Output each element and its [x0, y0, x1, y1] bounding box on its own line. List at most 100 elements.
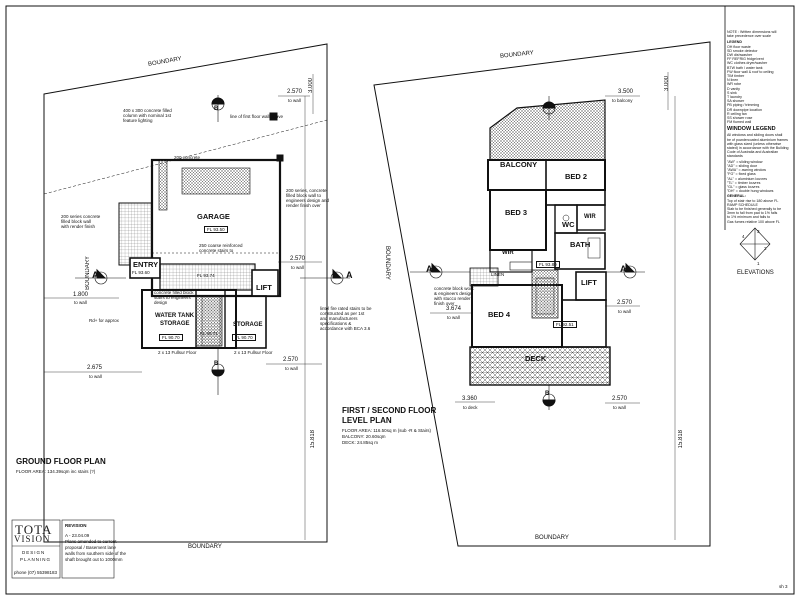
ground-note-4c: engineers design and [286, 198, 330, 203]
legend-item: DW dishwasher [727, 53, 753, 58]
ground-dim-left-sub: to wall [74, 300, 87, 305]
window-note: be of powdercoated aluminium frames [727, 137, 788, 142]
compass-north: 4 [742, 234, 745, 239]
entry-label: ENTRY [133, 260, 159, 269]
first-boundary-bottom: BOUNDARY [535, 535, 569, 541]
elevations-label: ELEVATIONS [737, 270, 774, 276]
ground-lift-label: LIFT [256, 283, 272, 292]
ground-floor-building [118, 112, 284, 349]
ground-section-b-top [211, 95, 225, 122]
first-dim-bottom-left-sub: to deck [463, 405, 478, 410]
ground-note-4: 200 series, concrete [286, 188, 327, 193]
ground-note-1c: feature lighting [123, 118, 153, 123]
ground-boundary-bottom: BOUNDARY [188, 544, 222, 550]
linen-label: LINEN [491, 272, 505, 277]
first-section-a-right [606, 262, 645, 279]
logo-top-letters: TOTA [15, 522, 53, 537]
window-type: "AWA" = awning window [727, 168, 766, 173]
ground-dim-top-right: 2.570 [287, 89, 303, 95]
legend-item: N linen [727, 78, 739, 83]
first-dim-bottom-right-sub: to wall [613, 405, 626, 410]
ground-note-5: 250 coarse reinforced [199, 243, 243, 248]
logo-mid-letters: VISION [14, 534, 51, 544]
first-dim-left-sub: to wall [447, 315, 460, 320]
legend-item: TIM timber [727, 74, 745, 79]
ground-note-1b: column with nominal 1st [123, 113, 172, 118]
first-marker-a-right: A [620, 264, 627, 274]
general-note: to 1% minimum and falls to [727, 215, 771, 220]
legend-item: FW floor wall & roof to ceiling [727, 69, 774, 74]
ground-note-1: 400 x 300 concrete filled [123, 108, 172, 113]
general-note: Gas fumes relative 100 above FL [727, 219, 780, 224]
ground-note-7b: stairs to engineers [154, 295, 191, 300]
ground-site-boundary [43, 43, 328, 543]
first-marker-a-left: A [426, 264, 433, 274]
legend-item: WR robe [727, 82, 742, 87]
first-dimension-lines [430, 72, 676, 540]
first-dim-top-right: 3.500 [618, 89, 634, 95]
window-type: "TL" = timber louvres [727, 180, 761, 185]
first-lift-label: LIFT [581, 278, 597, 287]
water-tank-storage-label: STORAGE [160, 321, 190, 327]
sheet-number: sh 3 [779, 584, 788, 589]
legend-item: SA shower [727, 99, 745, 104]
general-note: Top of stair rise to 180 above FL [727, 198, 779, 203]
window-type: "AW" = sliding window [727, 159, 763, 164]
first-floor-title-2: LEVEL PLAN [342, 416, 392, 425]
compass-east: 3 [757, 229, 760, 234]
general-note: Slab to be finished generally to be [727, 206, 782, 211]
elevations-compass [739, 227, 771, 261]
window-type: "AL" = aluminium louvres [727, 176, 768, 181]
legend-item: SD smoke detector [727, 48, 758, 53]
ground-note-6c: with render finish [61, 224, 96, 229]
ground-dim-top-right-sub: to wall [288, 98, 301, 103]
revision-line-3: proposal / Basement lane [65, 545, 117, 550]
ground-dim-mid-right: 2.570 [290, 256, 306, 262]
first-section-b-bottom [542, 385, 556, 410]
revision-line-4: walls from southern side of the [65, 551, 127, 556]
garage-level: FL 93.50 [204, 226, 228, 233]
first-section-a-left [410, 262, 470, 279]
balcony-label: BALCONY [500, 160, 538, 169]
ground-section-a-left [75, 268, 126, 285]
hall-level: FL 90.71 [200, 331, 218, 336]
ground-note-12: 2 x 13 Fullsur Floor [234, 350, 273, 355]
bed-3-label: BED 3 [505, 208, 528, 217]
garage-label: GARAGE [197, 212, 230, 221]
first-level-1: FL 93.80 [536, 261, 560, 268]
ground-dim-vertical-right: 15.818 [310, 430, 316, 449]
legend-item: S sink [727, 90, 737, 95]
ground-marker-b-top: B [214, 106, 219, 112]
window-note: All windows and sliding doors shall [727, 133, 783, 138]
bed-2-label: BED 2 [565, 172, 588, 181]
ground-note-6b: filled block wall [61, 219, 92, 224]
first-dim-top-right-sub: to balcony [612, 98, 633, 103]
legend-item: T laundry [727, 95, 742, 100]
first-dim-mid-right: 2.570 [617, 300, 633, 306]
sheet-border [5, 5, 795, 595]
ground-dim-bottom-right-sub: to wall [285, 366, 298, 371]
first-boundary-left: BOUNDARY [384, 246, 390, 280]
window-note: with glass sized (unless otherwise [727, 141, 782, 146]
ground-note-4d: render finish over [286, 203, 321, 208]
legend-item: BTW bath / water tank [727, 65, 763, 70]
ground-note-2: line of first floor wall above [230, 114, 284, 119]
first-dim-bottom-left: 3.360 [462, 396, 478, 402]
logo-planning-text: PLANNING [20, 557, 52, 562]
legend-item: R ceiling fan [727, 111, 747, 116]
window-legend-title: WINDOW LEGEND [727, 126, 776, 133]
first-dim-vertical-top: 3.000 [664, 76, 670, 92]
stair-level: FL 93.74 [197, 273, 215, 278]
legend-item: PB piping / trimming [727, 103, 760, 108]
first-marker-b-top: B [545, 104, 550, 110]
ground-note-5b: concrete stairs to [199, 248, 234, 253]
first-dim-vertical-right: 15.818 [678, 430, 684, 449]
first-note-1b: & engineers design [434, 291, 473, 296]
wc-label: WC [562, 220, 575, 229]
legend-item: WC clothes dryer/washer [727, 61, 768, 66]
ground-marker-a-right: A [346, 270, 353, 280]
ground-dimension-lines [44, 74, 322, 540]
entry-level: FL 93.60 [132, 270, 150, 275]
revision-line-2: Plans amended to current [65, 539, 117, 544]
